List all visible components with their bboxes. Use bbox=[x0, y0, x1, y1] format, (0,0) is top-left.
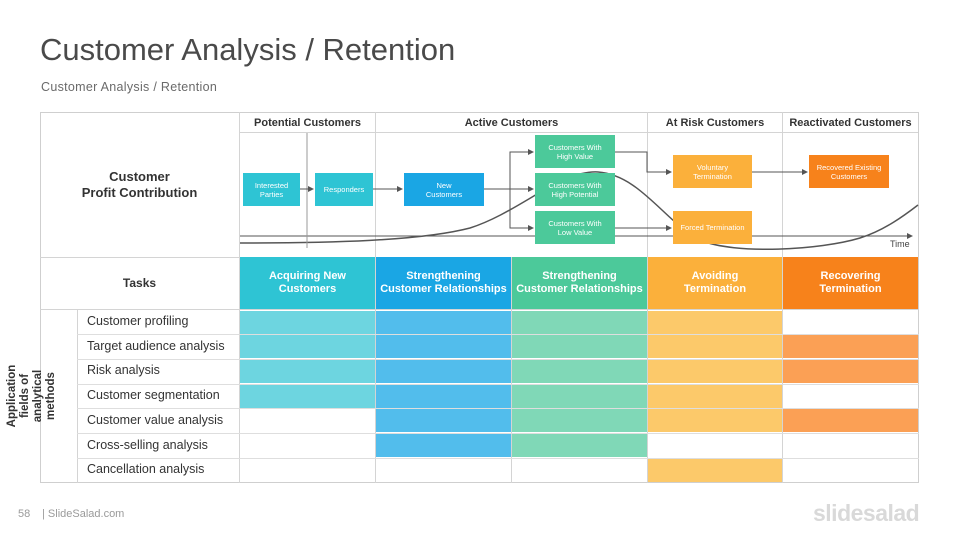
grid-vline bbox=[375, 112, 376, 483]
method-cell bbox=[783, 335, 918, 359]
matrix-frame bbox=[40, 112, 919, 483]
grid-hline bbox=[77, 457, 919, 459]
grid-hline bbox=[40, 309, 919, 310]
time-axis-label: Time bbox=[890, 239, 910, 249]
task-avoiding: Avoiding Termination bbox=[648, 257, 782, 309]
grid-hline bbox=[77, 358, 919, 360]
method-cell bbox=[240, 310, 375, 334]
box-responders: Responders bbox=[315, 173, 373, 206]
method-cell bbox=[648, 384, 782, 408]
grid-hline bbox=[77, 334, 919, 336]
grid-vline bbox=[239, 112, 240, 483]
grid-vline bbox=[511, 257, 512, 483]
method-cell bbox=[512, 359, 647, 383]
method-cell bbox=[512, 384, 647, 408]
page-title: Customer Analysis / Retention bbox=[40, 32, 456, 67]
method-cell bbox=[648, 409, 782, 433]
method-label: Customer segmentation bbox=[87, 388, 220, 403]
page-subtitle: Customer Analysis / Retention bbox=[41, 80, 218, 94]
method-cell bbox=[512, 434, 647, 457]
method-cell bbox=[648, 310, 782, 334]
method-cell bbox=[240, 359, 375, 383]
tasks-label: Tasks bbox=[122, 276, 157, 290]
method-label: Cross-selling analysis bbox=[87, 437, 208, 452]
method-cell bbox=[648, 359, 782, 383]
box-recovered-customers: Recovered Existing Customers bbox=[809, 155, 889, 188]
box-high-potential: Customers With High Potential bbox=[535, 173, 615, 206]
slidesalad-logo: slidesalad bbox=[813, 500, 920, 526]
stage-header-potential: Potential Customers bbox=[254, 117, 361, 129]
grid-hline bbox=[77, 433, 919, 434]
footer-site: | SlideSalad.com bbox=[42, 508, 125, 520]
stage-header-at-risk: At Risk Customers bbox=[665, 117, 765, 129]
stage-header-reactivated: Reactivated Customers bbox=[789, 117, 912, 129]
method-cell bbox=[376, 310, 511, 334]
page-number: 58 bbox=[18, 508, 31, 520]
method-label: Customer profiling bbox=[87, 314, 189, 328]
method-cell bbox=[376, 434, 511, 457]
grid-vline bbox=[647, 112, 648, 483]
method-label: Customer value analysis bbox=[87, 412, 224, 427]
method-label: Risk analysis bbox=[87, 363, 160, 378]
method-label: Cancellation analysis bbox=[87, 462, 205, 477]
method-cell bbox=[376, 409, 511, 433]
stage-header-active: Active Customers bbox=[464, 117, 559, 129]
profit-contribution-label: Customer Profit Contribution bbox=[81, 169, 198, 200]
task-strengthening-1: Strengthening Customer Relationships bbox=[376, 257, 511, 309]
method-cell bbox=[648, 458, 782, 482]
task-recovering: Recovering Termination bbox=[783, 257, 918, 309]
box-voluntary-termination: Voluntary Termination bbox=[673, 155, 752, 188]
method-cell bbox=[376, 359, 511, 383]
method-cell bbox=[376, 384, 511, 408]
grid-hline bbox=[240, 132, 918, 133]
grid-hline bbox=[77, 408, 919, 410]
box-forced-termination: Forced Termination bbox=[673, 211, 752, 244]
box-interested-parties: Interested Parties bbox=[243, 173, 300, 206]
box-high-value: Customers With High Value bbox=[535, 135, 615, 168]
method-cell bbox=[783, 359, 918, 383]
method-cell bbox=[648, 335, 782, 359]
grid-vline bbox=[77, 309, 78, 483]
box-new-customers: New Customers bbox=[404, 173, 484, 206]
box-low-value: Customers With Low Value bbox=[535, 211, 615, 244]
method-label: Target audience analysis bbox=[87, 338, 225, 353]
method-cell bbox=[512, 409, 647, 433]
method-cell bbox=[240, 384, 375, 408]
task-acquiring: Acquiring New Customers bbox=[240, 257, 375, 309]
grid-hline bbox=[77, 383, 919, 385]
method-cell bbox=[512, 310, 647, 334]
method-cell bbox=[376, 335, 511, 359]
method-cell bbox=[783, 409, 918, 433]
grid-vline bbox=[782, 112, 783, 483]
task-strengthening-2: Strengthening Customer Relationships bbox=[512, 257, 647, 309]
method-cell bbox=[240, 335, 375, 359]
method-cell bbox=[512, 335, 647, 359]
